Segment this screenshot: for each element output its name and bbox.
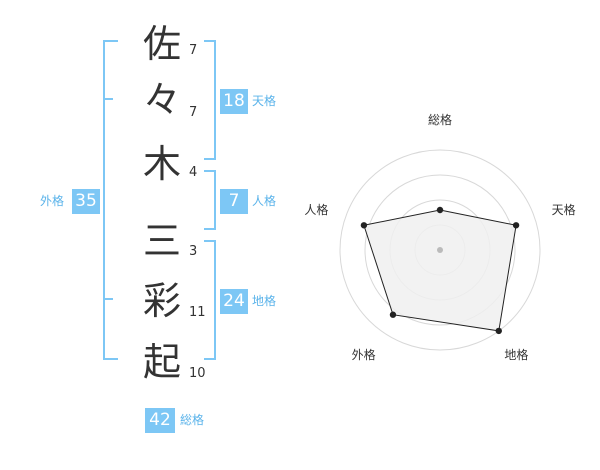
radar-data-point <box>360 222 368 229</box>
stroke-count-2: 7 <box>189 105 198 120</box>
tenkaku-label: 天格 <box>252 94 277 108</box>
stroke-count-6: 10 <box>189 366 206 381</box>
jinkaku-bracket-vertical <box>214 170 216 230</box>
gaikaku-bracket-vertical <box>103 40 105 360</box>
name-char-5: 彩 <box>142 279 181 323</box>
radar-data-point <box>436 206 444 214</box>
bracket-tick <box>103 98 113 100</box>
bracket-tick <box>103 298 113 300</box>
radar-axis-label: 天格 <box>552 202 576 217</box>
jinkaku-label: 人格 <box>252 194 277 208</box>
radar-data-point <box>512 222 520 229</box>
stroke-count-1: 7 <box>189 43 198 58</box>
name-char-1: 佐 <box>142 22 181 66</box>
chikaku-bracket-top <box>204 240 216 242</box>
chikaku-bracket-vertical <box>214 240 216 360</box>
tenkaku-bracket-top <box>204 40 216 42</box>
gaikaku-value: 35 <box>72 189 100 214</box>
jinkaku-value: 7 <box>220 189 248 214</box>
chikaku-value: 24 <box>220 289 248 314</box>
tenkaku-value: 18 <box>220 89 248 114</box>
radar-series-area <box>363 209 517 332</box>
gaikaku-bracket-top <box>103 40 118 42</box>
radar-axis-label: 地格 <box>504 347 528 362</box>
radar-data-point <box>389 311 397 318</box>
radar-grid-ring <box>364 174 516 326</box>
name-char-3: 木 <box>142 142 181 186</box>
radar-center-point <box>437 247 443 253</box>
name-char-4: 三 <box>142 219 181 263</box>
radar-data-point <box>495 327 502 335</box>
tenkaku-bracket-bottom <box>204 158 216 160</box>
stroke-count-3: 4 <box>189 165 198 180</box>
name-char-6: 起 <box>142 340 181 384</box>
gaikaku-bracket-bottom <box>103 358 118 360</box>
radar-axis-label: 外格 <box>352 347 376 362</box>
chikaku-bracket-bottom <box>204 358 216 360</box>
tenkaku-bracket-vertical <box>214 40 216 160</box>
radar-grid-ring <box>339 149 541 351</box>
chikaku-label: 地格 <box>252 294 277 308</box>
jinkaku-bracket-top <box>204 170 216 172</box>
name-char-2: 々 <box>142 78 181 122</box>
radar-axis-label: 人格 <box>304 202 328 217</box>
soukaku-value: 42 <box>145 408 175 433</box>
stroke-count-5: 11 <box>189 305 206 320</box>
radar-axis-label: 総格 <box>428 112 452 127</box>
jinkaku-bracket-bottom <box>204 228 216 230</box>
stroke-count-4: 3 <box>189 244 198 259</box>
gaikaku-label: 外格 <box>40 194 65 208</box>
soukaku-label: 総格 <box>180 413 205 427</box>
